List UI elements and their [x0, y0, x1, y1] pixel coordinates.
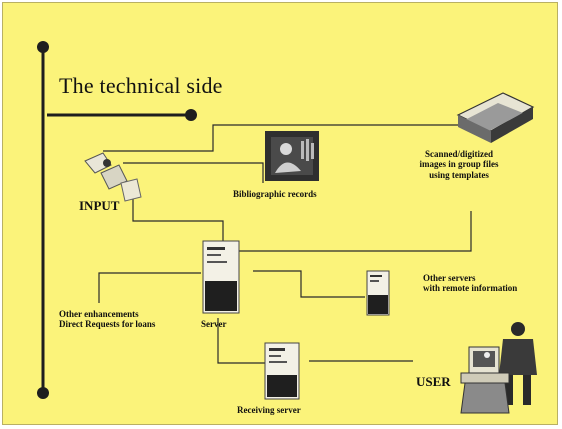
server-tower-icon — [202, 240, 240, 314]
user-workstation-icon — [460, 322, 537, 414]
receiving-server-icon — [264, 342, 300, 400]
scanner-icon — [456, 92, 535, 143]
slide-title: The technical side — [59, 73, 223, 98]
diagram-canvas — [37, 41, 537, 414]
other-servers-label: Other servers with remote information — [423, 273, 517, 294]
remote-server-icon — [366, 270, 390, 316]
receiving-server-label: Receiving server — [237, 405, 301, 415]
user-label: USER — [416, 374, 451, 389]
other-servers-line-2: with remote information — [423, 283, 518, 294]
scanned-line-2: images in group files — [419, 159, 499, 170]
other-servers-line-1: Other servers — [423, 273, 476, 283]
input-figure-icon — [84, 152, 142, 202]
connector-lines — [98, 124, 472, 364]
title-underline — [47, 109, 197, 121]
enhancements-line-2: Direct Requests for loans — [59, 319, 156, 330]
timeline-bar — [37, 41, 49, 399]
enhancements-line-1: Other enhancements — [59, 309, 139, 319]
slide: The technical side INPUT Bibliographic r… — [2, 2, 558, 425]
server-label: Server — [201, 319, 227, 329]
scanned-label: Scanned/digitized images in group files … — [399, 149, 519, 180]
input-label: INPUT — [79, 198, 120, 213]
bibliographic-label: Bibliographic records — [233, 189, 317, 199]
librarian-icon — [265, 131, 319, 181]
scanned-line-3: using templates — [429, 169, 489, 180]
scanned-line-1: Scanned/digitized — [424, 149, 493, 159]
enhancements-label: Other enhancements Direct Requests for l… — [59, 309, 155, 330]
